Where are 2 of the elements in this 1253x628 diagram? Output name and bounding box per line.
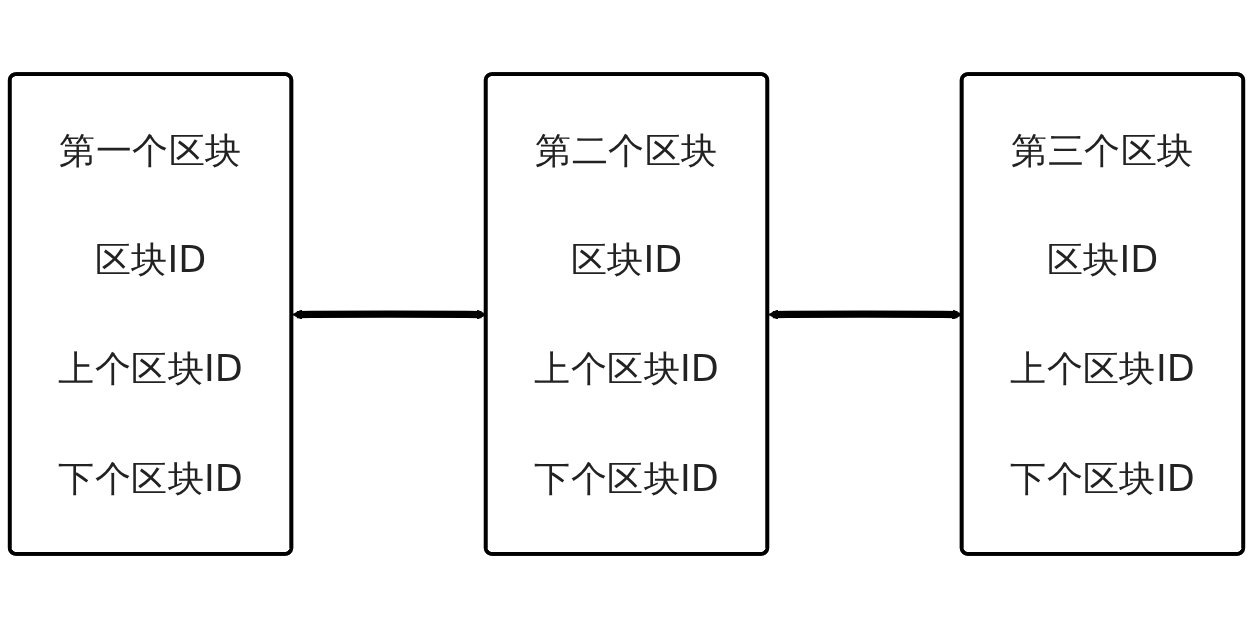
arrow [292, 309, 487, 320]
arrow [767, 309, 963, 320]
